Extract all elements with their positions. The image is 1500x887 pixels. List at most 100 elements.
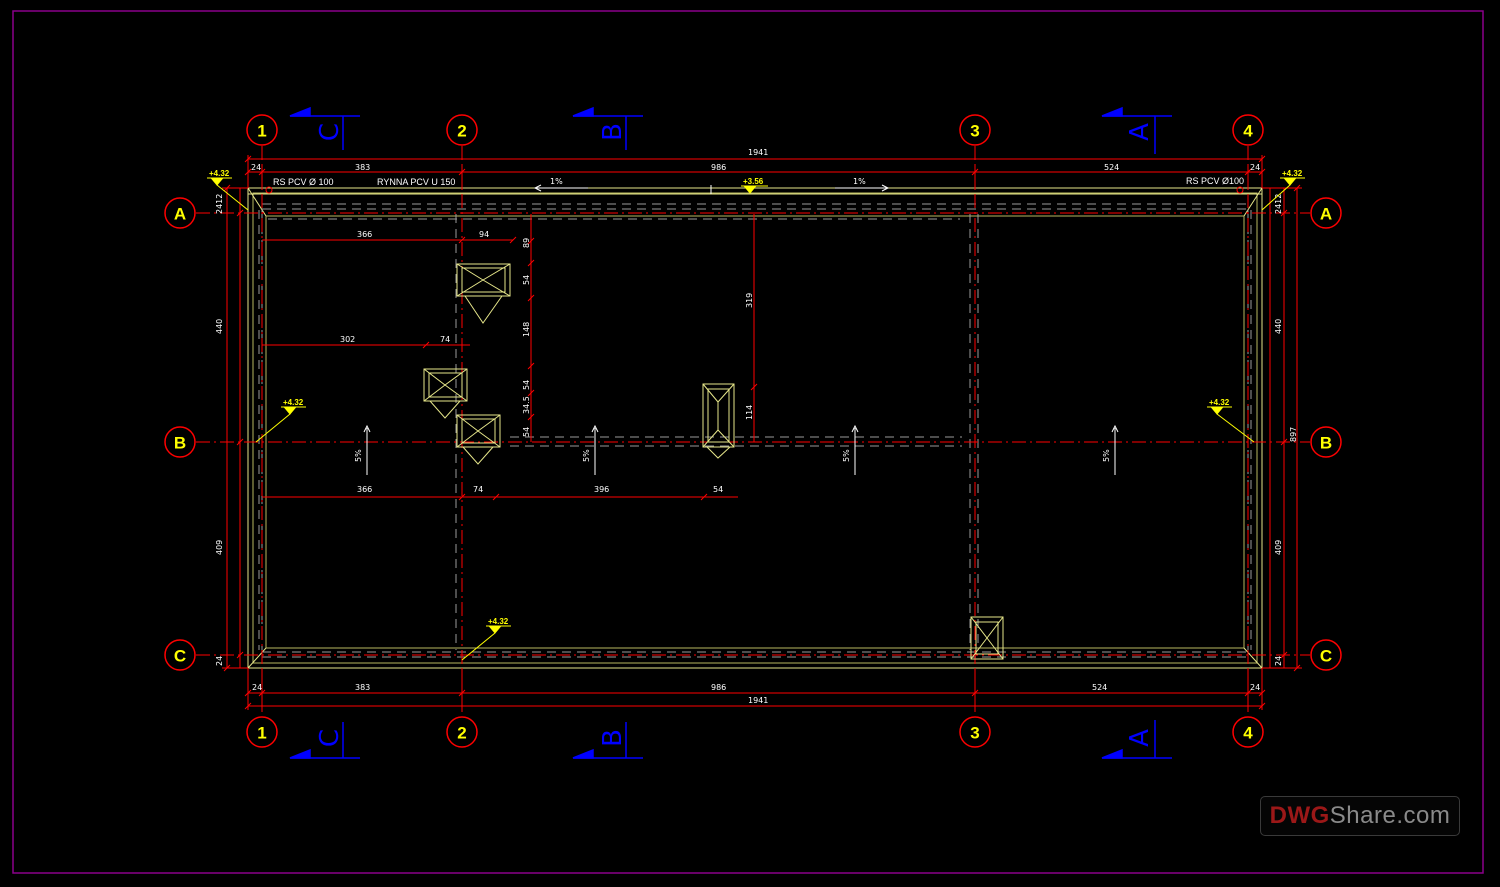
dim-interior-v89: 89 [522, 238, 531, 248]
section-c-top-label: C [315, 123, 345, 141]
dim-bottom-seg-2: 383 [355, 683, 370, 692]
left-dimension-chain [222, 184, 248, 672]
building-outline [247, 187, 1263, 669]
section-b-top-label: B [598, 123, 628, 141]
section-b-bottom-label: B [598, 729, 628, 747]
slope-label-2: 5% [582, 449, 591, 462]
dim-right-1: 2412 [1274, 194, 1283, 214]
section-c-bottom-label: C [315, 729, 345, 747]
grid-label-c-right: C [1320, 647, 1332, 666]
dim-top-seg-5: 24 [1250, 163, 1260, 172]
grid-bubble-col-3-top: 3 [959, 114, 991, 146]
slope-label-3: 5% [842, 449, 851, 462]
grid-bubble-col-2-top: 2 [446, 114, 478, 146]
interior-dimension-lines [262, 214, 758, 501]
grid-bubble-row-a-left: A [164, 197, 196, 229]
grid-bubble-row-a-right: A [1310, 197, 1342, 229]
grid-bubble-col-1-bottom: 1 [246, 716, 278, 748]
elevation-ridge: +3.56 [743, 177, 764, 186]
watermark-brand-part2: Share.com [1329, 802, 1451, 829]
dim-top-overall: 1941 [748, 148, 768, 157]
dim-bottom-seg-4: 524 [1092, 683, 1107, 692]
dim-interior-94: 94 [479, 230, 489, 239]
elevation-top-left: +4.32 [209, 169, 230, 178]
grid-label-1-top: 1 [257, 122, 266, 141]
roof-vent-1 [456, 263, 511, 324]
dim-left-1: 2412 [215, 194, 224, 214]
slope-label-4: 5% [1102, 449, 1111, 462]
grid-bubble-col-3-bottom: 3 [959, 716, 991, 748]
elevation-markers [207, 177, 1305, 661]
section-a-bottom-label: A [1125, 729, 1155, 747]
grid-bubble-row-b-left: B [164, 426, 196, 458]
note-gutter: RYNNA PCV U 150 [377, 177, 455, 187]
grid-label-4-bottom: 4 [1243, 724, 1253, 743]
grid-bubble-row-c-left: C [164, 639, 196, 671]
dim-interior-v34-5: 34.5 [522, 396, 531, 414]
roof-vent-3 [456, 414, 501, 465]
roof-drain-outlet [970, 616, 1004, 660]
grid-label-1-bottom: 1 [257, 724, 266, 743]
grid-bubble-row-b-right: B [1310, 426, 1342, 458]
grid-bubble-col-4-bottom: 4 [1232, 716, 1264, 748]
elevation-bottom-inner: +4.32 [488, 617, 509, 626]
dim-right-3: 897 [1289, 427, 1298, 442]
grid-bubble-col-2-bottom: 2 [446, 716, 478, 748]
watermark-brand-part1: DWG [1269, 802, 1330, 829]
dim-top-seg-3: 986 [711, 163, 726, 172]
dim-left-4: 24 [215, 656, 224, 666]
drawing-frame [12, 10, 1484, 874]
grid-bubble-col-4-top: 4 [1232, 114, 1264, 146]
roof-edge-dashes [258, 203, 1252, 658]
note-downpipe-right: RS PCV Ø100 [1186, 176, 1244, 186]
grid-label-b-left: B [174, 434, 186, 453]
dim-interior-366-low: 366 [357, 485, 372, 494]
right-dimension-chain [1262, 184, 1302, 672]
dim-right-2: 440 [1274, 319, 1283, 334]
gutter-slope-right: 1% [853, 177, 866, 186]
roof-vent-2 [423, 368, 468, 419]
dim-interior-366-top: 366 [357, 230, 372, 239]
bottom-dimension-chain [244, 668, 1266, 710]
grid-label-a-left: A [174, 205, 186, 224]
top-dimension-chain [244, 155, 1266, 188]
section-marker-b-bottom [572, 722, 643, 759]
dim-interior-v148: 148 [522, 322, 531, 337]
dim-right-4: 409 [1274, 540, 1283, 555]
dim-top-seg-1: 24 [251, 163, 261, 172]
grid-label-2-bottom: 2 [457, 724, 466, 743]
section-marker-b-top [572, 106, 643, 150]
grid-label-3-top: 3 [970, 122, 979, 141]
elevation-left-mid: +4.32 [283, 398, 304, 407]
dim-bottom-seg-3: 986 [711, 683, 726, 692]
dim-top-seg-4: 524 [1104, 163, 1119, 172]
grid-label-2-top: 2 [457, 122, 466, 141]
dim-right-5: 24 [1274, 656, 1283, 666]
dim-bottom-seg-1: 24 [252, 683, 262, 692]
section-marker-c-top [289, 106, 360, 150]
dim-bottom-overall: 1941 [748, 696, 768, 705]
elevation-top-right: +4.32 [1282, 169, 1303, 178]
dim-interior-302: 302 [340, 335, 355, 344]
dim-left-2: 440 [215, 319, 224, 334]
grid-label-4-top: 4 [1243, 122, 1253, 141]
dim-left-3: 409 [215, 540, 224, 555]
dim-bottom-seg-5: 24 [1250, 683, 1260, 692]
section-marker-a-top [1101, 106, 1172, 154]
section-marker-a-bottom [1101, 720, 1172, 759]
section-a-top-label: A [1125, 123, 1155, 141]
dim-interior-v54-c: 54 [522, 427, 531, 437]
grid-label-b-right: B [1320, 434, 1332, 453]
slope-label-1: 5% [354, 449, 363, 462]
dim-interior-v54-b: 54 [522, 380, 531, 390]
elevation-right-mid: +4.32 [1209, 398, 1230, 407]
grid-label-c-left: C [174, 647, 186, 666]
downpipe-left-marker [265, 186, 273, 194]
grid-bubble-col-1-top: 1 [246, 114, 278, 146]
dim-interior-396: 396 [594, 485, 609, 494]
roof-skylight [702, 383, 735, 459]
note-downpipe-left: RS PCV Ø 100 [273, 177, 334, 187]
section-marker-c-bottom [289, 722, 360, 759]
